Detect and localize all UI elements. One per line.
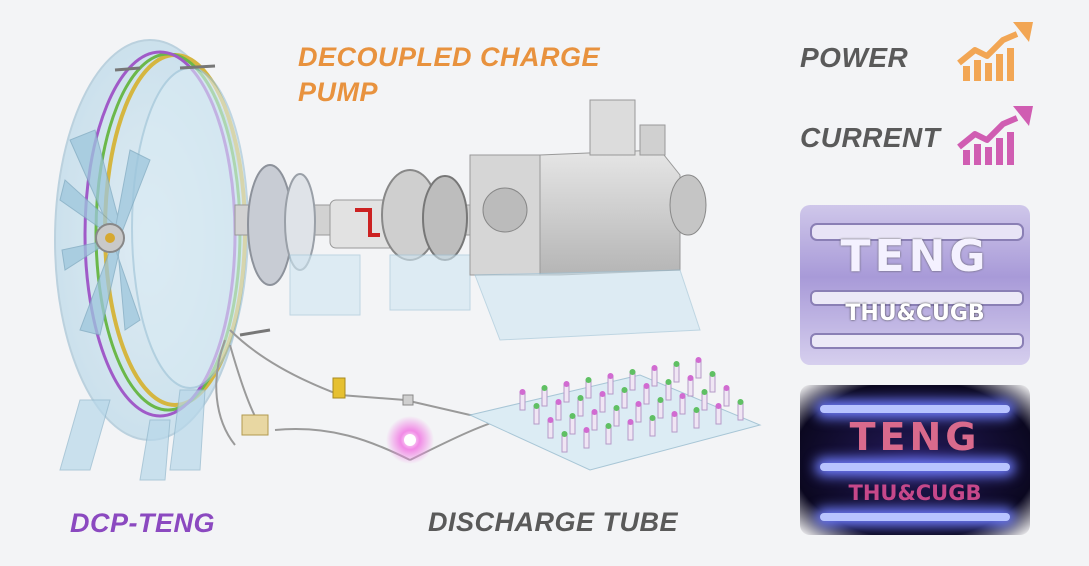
power-growth-icon — [957, 22, 1033, 81]
resistor-component — [402, 394, 414, 406]
tube-cap — [541, 385, 548, 391]
pump-label-line2: PUMP — [298, 77, 379, 107]
tube-cap — [569, 413, 576, 419]
tube-cap — [693, 407, 700, 413]
tube-cap — [715, 403, 722, 409]
photo-light-subtitle: THU&CUGB — [845, 301, 985, 326]
discharge-photo-light: TENG THU&CUGB — [800, 205, 1030, 365]
tube-cap — [673, 361, 680, 367]
tube-cap — [555, 399, 562, 405]
teng-disc — [54, 39, 271, 481]
tube-cap — [519, 389, 526, 395]
circuit-wires — [215, 329, 521, 461]
dcp-teng-label: DCP-TENG — [70, 508, 215, 538]
discharge-tube-label: DISCHARGE TUBE — [428, 507, 679, 537]
tube-cap — [701, 389, 708, 395]
capacitor-box — [241, 414, 269, 436]
pump-label-line1: DECOUPLED CHARGE — [298, 42, 601, 72]
tube-cap — [583, 427, 590, 433]
tube-cap — [547, 417, 554, 423]
tube-cap — [671, 411, 678, 417]
tube-cap — [629, 369, 636, 375]
tube-cap — [643, 383, 650, 389]
tube-cap — [679, 393, 686, 399]
tube-cap — [635, 401, 642, 407]
tube-cap — [585, 377, 592, 383]
shaft-coupling — [234, 164, 496, 316]
tube-cap — [723, 385, 730, 391]
tube-cap — [591, 409, 598, 415]
tube-cap — [657, 397, 664, 403]
tube-cap — [649, 415, 656, 421]
tube-cap — [533, 403, 540, 409]
decoupled-charge-pump-label: DECOUPLED CHARGE PUMP — [298, 40, 600, 110]
tube-cap — [665, 379, 672, 385]
photo-light-title: TENG — [840, 231, 990, 282]
tube-cap — [709, 371, 716, 377]
tube-cap — [607, 373, 614, 379]
tube-cap — [621, 387, 628, 393]
tube-cap — [577, 395, 584, 401]
discharge-photo-dark: TENG THU&CUGB — [800, 385, 1030, 535]
tube-cap — [605, 423, 612, 429]
tube-cap — [651, 365, 658, 371]
discharge-tube-array — [468, 357, 762, 471]
photo-dark-title: TENG — [849, 415, 981, 459]
photo-dark-subtitle: THU&CUGB — [848, 481, 982, 505]
tube-cap — [687, 375, 694, 381]
current-growth-icon — [957, 106, 1033, 165]
tube-cap — [561, 431, 568, 437]
tube-cap — [613, 405, 620, 411]
power-label: POWER — [800, 42, 909, 73]
tube-cap — [563, 381, 570, 387]
current-label: CURRENT — [800, 122, 941, 153]
tube-cap — [737, 399, 744, 405]
tube-cap — [599, 391, 606, 397]
diode-component — [332, 377, 346, 399]
tube-cap — [695, 357, 702, 363]
tube-cap — [627, 419, 634, 425]
motor — [469, 99, 707, 341]
device-diagram — [54, 39, 762, 481]
